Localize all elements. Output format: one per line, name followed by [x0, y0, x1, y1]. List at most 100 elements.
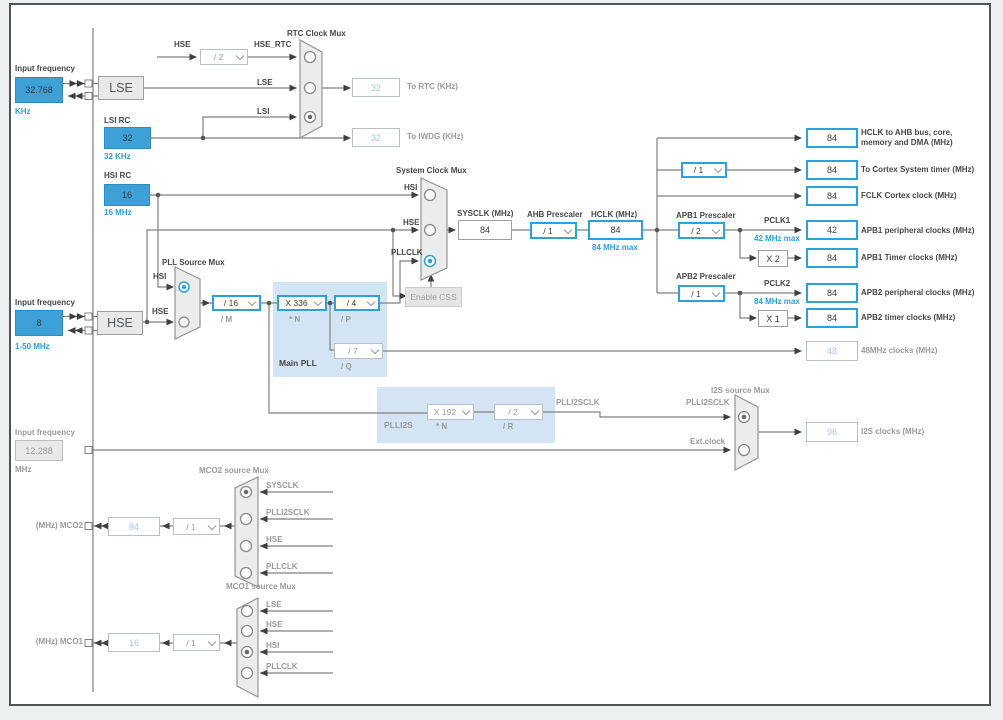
lse-oscillator-box: LSE	[98, 76, 144, 100]
mco1-pin-pllclk-label: PLLCLK	[266, 662, 298, 671]
mco1-source-mux-title: MCO1 source Mux	[226, 582, 296, 591]
chevron-down-icon	[247, 297, 257, 307]
wires	[63, 28, 798, 692]
chevron-down-icon	[366, 297, 376, 307]
hsi-rc-label: HSI RC	[104, 171, 132, 180]
hclk-ahb-value-box[interactable]: 84	[806, 128, 858, 148]
mco2-divider-value: / 1	[186, 521, 196, 532]
cortex-timer-value-box[interactable]: 84	[806, 160, 858, 180]
mco2-pin-pllclk-label: PLLCLK	[266, 562, 298, 571]
sysclk-label: SYSCLK (MHz)	[457, 209, 514, 218]
rtc-mux-radio-hse[interactable]	[303, 50, 317, 64]
pll-source-mux-shape	[174, 266, 201, 340]
mco2-mux-radio-pllclk[interactable]	[239, 566, 253, 580]
to-iwdg-value-box: 32	[352, 128, 400, 147]
pll-mux-radio-hse[interactable]	[178, 316, 190, 328]
apb2-prescaler-dropdown[interactable]: / 1	[678, 285, 725, 302]
plli2s-n-multiplier-dropdown: X 192	[427, 404, 474, 420]
plli2s-r-divider-value: / 2	[508, 407, 518, 417]
apb1-prescaler-dropdown[interactable]: / 2	[678, 222, 725, 239]
rtc-pin-hse-rtc-label: HSE_RTC	[254, 40, 292, 49]
mco1-value-box: 16	[108, 633, 160, 652]
sys-pin-hsi-label: HSI	[404, 183, 418, 192]
pll-m-divider-dropdown[interactable]: / 16	[212, 295, 261, 311]
lsi-frequency-box: 32	[104, 127, 151, 149]
sys-mux-radio-hsi[interactable]	[423, 188, 437, 202]
i2s-clocks-label: I2S clocks (MHz)	[861, 427, 925, 436]
hse-input-frequency-label: Input frequency	[15, 298, 76, 307]
apb2-timer-value-box[interactable]: 84	[806, 308, 858, 328]
hclk-max-label: 84 MHz max	[592, 243, 638, 252]
mco1-mux-radio-hsi-dot	[244, 649, 250, 655]
apb2-peripheral-label: APB2 peripheral clocks (MHz)	[861, 288, 975, 297]
mco2-mux-radio-plli2sclk[interactable]	[239, 512, 253, 526]
rtc-mux-radio-lse[interactable]	[303, 81, 317, 95]
fclk-value-box[interactable]: 84	[806, 186, 858, 206]
pll-q-divider-value: / 7	[348, 346, 358, 356]
mco2-value-box: 84	[108, 517, 160, 536]
mco2-pin-sysclk-label: SYSCLK	[266, 481, 299, 490]
apb2-prescaler-value: / 1	[691, 288, 701, 299]
apb1-prescaler-label: APB1 Prescaler	[676, 211, 736, 220]
i2s-ext-frequency-box: 12.288	[15, 440, 63, 461]
mco1-divider-value: / 1	[186, 637, 196, 648]
pll-mux-radio-hsi-dot	[181, 284, 187, 290]
clk48-label: 48MHz clocks (MHz)	[861, 346, 938, 355]
apb1-peripheral-label: APB1 peripheral clocks (MHz)	[861, 226, 975, 235]
mco2-source-mux-shape	[234, 476, 259, 588]
ahb-prescaler-label: AHB Prescaler	[527, 210, 583, 219]
sys-mux-radio-hse[interactable]	[423, 223, 437, 237]
hsi-frequency-box: 16	[104, 184, 150, 206]
hclk-ahb-label-line2: memory and DMA (MHz)	[861, 138, 953, 147]
chevron-down-icon	[530, 406, 540, 416]
cortex-timer-divider-value: / 1	[693, 165, 704, 175]
pll-p-divider-dropdown[interactable]: / 4	[334, 295, 380, 311]
clk48-value-box: 48	[806, 341, 858, 361]
sysclk-value-box: 84	[458, 220, 512, 240]
pll-n-multiplier-dropdown[interactable]: X 336	[277, 295, 327, 311]
plli2s-n-sub-label: * N	[436, 422, 448, 431]
mco1-mux-radio-hse[interactable]	[240, 624, 254, 638]
i2s-mux-radio-ext[interactable]	[737, 443, 751, 457]
lse-frequency-input[interactable]: 32.768	[15, 77, 63, 103]
sys-mux-radio-pllclk-dot	[427, 258, 433, 264]
mco1-mux-radio-pllclk[interactable]	[240, 666, 254, 680]
hclk-label: HCLK (MHz)	[591, 210, 638, 219]
pll-source-mux-title: PLL Source Mux	[162, 258, 225, 267]
mco2-mux-radio-hse[interactable]	[239, 539, 253, 553]
hclk-value-box[interactable]: 84	[588, 220, 643, 240]
mco1-mux-radio-lse[interactable]	[240, 604, 254, 618]
mux-radios	[178, 50, 751, 680]
apb1-timer-multiplier-box: X 2	[758, 250, 788, 267]
apb1-peripheral-value-box[interactable]: 42	[806, 220, 858, 240]
cortex-timer-divider-dropdown[interactable]: / 1	[681, 162, 727, 178]
chevron-down-icon	[711, 288, 721, 297]
hse-oscillator-box: HSE	[97, 311, 143, 335]
mco1-pin-hsi-label: HSI	[266, 641, 280, 650]
mco1-divider-dropdown: / 1	[173, 634, 220, 651]
rtc-pin-lse-label: LSE	[257, 78, 273, 87]
chevron-down-icon	[313, 297, 323, 307]
hse-frequency-input[interactable]: 8	[15, 310, 63, 336]
lse-unit-label: KHz	[15, 107, 31, 116]
to-rtc-value-box: 32	[352, 78, 400, 97]
to-rtc-label: To RTC (KHz)	[407, 82, 458, 91]
plli2s-r-divider-dropdown: / 2	[494, 404, 543, 420]
lsi-unit-label: 32 KHz	[104, 152, 131, 161]
mco1-pin-hse-label: HSE	[266, 620, 283, 629]
arrowheads	[68, 53, 802, 677]
rtc-hse-divider-dropdown: / 2	[200, 49, 248, 65]
ahb-prescaler-value: / 1	[543, 225, 553, 236]
apb2-peripheral-value-box[interactable]: 84	[806, 283, 858, 303]
hclk-ahb-label-line1: HCLK to AHB bus, core,	[861, 128, 953, 137]
i2s-pin-plli2sclk-label: PLLI2SCLK	[686, 398, 730, 407]
chevron-down-icon	[563, 225, 573, 234]
ahb-prescaler-dropdown[interactable]: / 1	[530, 222, 577, 239]
mco1-output-label: (MHz) MCO1	[35, 637, 83, 646]
pclk2-max-label: 84 MHz max	[754, 297, 800, 306]
apb1-timer-value-box[interactable]: 84	[806, 248, 858, 268]
i2s-source-mux-title: I2S source Mux	[711, 386, 770, 395]
mco2-pin-plli2sclk-label: PLLI2SCLK	[266, 508, 310, 517]
enable-css-button[interactable]: Enable CSS	[405, 287, 462, 307]
lsi-rc-label: LSI RC	[104, 116, 131, 125]
